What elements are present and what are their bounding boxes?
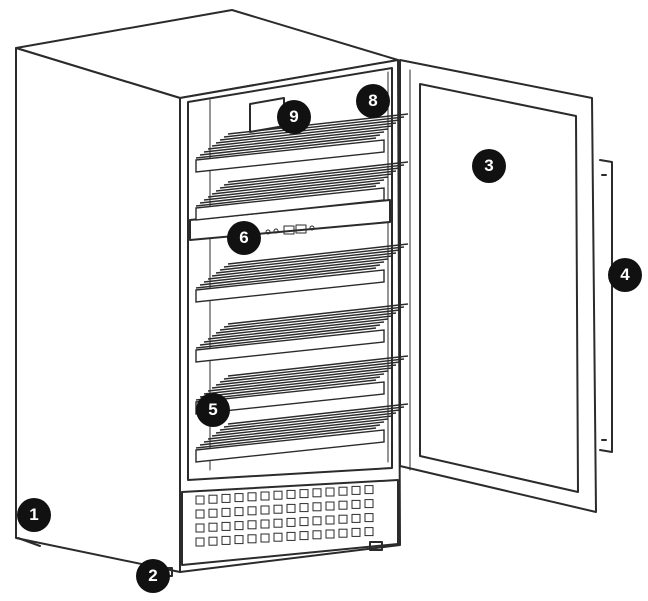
grille-slot — [338, 514, 348, 524]
grille-slot — [286, 489, 296, 499]
callout-6: 6 — [227, 221, 261, 255]
grille-slot — [195, 509, 205, 519]
grille-slot — [195, 495, 205, 505]
grille-slot — [286, 503, 296, 513]
grille-slot — [208, 508, 218, 518]
grille-slot — [351, 527, 361, 537]
grille-slot — [338, 528, 348, 538]
grille-slot — [338, 486, 348, 496]
grille-slot — [338, 500, 348, 510]
grille-slot — [286, 531, 296, 541]
grille-slot — [312, 502, 322, 512]
grille-slot — [234, 521, 244, 531]
grille-slot — [325, 515, 335, 525]
grille-slot — [234, 535, 244, 545]
grille-slot — [299, 517, 309, 527]
grille-slot — [312, 516, 322, 526]
callout-4: 4 — [608, 258, 642, 292]
grille-slot — [260, 505, 270, 515]
grille-slot — [364, 485, 374, 495]
grille-slot — [195, 537, 205, 547]
grille-slot — [247, 520, 257, 530]
grille-slot — [221, 507, 231, 517]
wine-shelf — [195, 113, 409, 173]
grille-slot — [273, 532, 283, 542]
grille-slot — [364, 527, 374, 537]
grille-slot — [299, 531, 309, 541]
callout-5: 5 — [196, 393, 230, 427]
grille-slot — [260, 519, 270, 529]
door-handle — [599, 159, 613, 453]
wine-shelf — [195, 161, 409, 221]
grille-slot — [299, 489, 309, 499]
grille-slot — [351, 513, 361, 523]
grille-slot — [325, 501, 335, 511]
callout-8: 8 — [356, 84, 390, 118]
callout-1: 1 — [17, 498, 51, 532]
grille-slot — [364, 499, 374, 509]
glass-door-pane — [419, 83, 579, 493]
grille-slot — [221, 493, 231, 503]
grille-slot — [247, 492, 257, 502]
wine-shelf — [195, 243, 409, 303]
ventilation-grille — [181, 479, 399, 566]
wine-shelf — [195, 403, 409, 463]
callout-9: 9 — [277, 100, 311, 134]
grille-slot — [273, 518, 283, 528]
grille-slot — [312, 530, 322, 540]
grille-slot — [286, 517, 296, 527]
grille-slot — [325, 529, 335, 539]
grille-slot — [273, 490, 283, 500]
grille-slot — [260, 533, 270, 543]
callout-3: 3 — [472, 149, 506, 183]
grille-slot — [208, 522, 218, 532]
grille-slot — [364, 513, 374, 523]
grille-slot — [234, 493, 244, 503]
grille-slot — [208, 536, 218, 546]
grille-slot — [208, 494, 218, 504]
grille-slot — [221, 521, 231, 531]
cabinet-side — [15, 47, 181, 573]
grille-slot — [299, 503, 309, 513]
grille-slot — [273, 504, 283, 514]
grille-slot — [221, 535, 231, 545]
grille-slot — [351, 499, 361, 509]
wine-shelf — [195, 303, 409, 363]
grille-slot — [312, 488, 322, 498]
grille-slot — [195, 523, 205, 533]
callout-2: 2 — [136, 559, 170, 593]
grille-slot — [260, 491, 270, 501]
grille-slot — [351, 485, 361, 495]
grille-slot — [247, 506, 257, 516]
grille-slot — [247, 534, 257, 544]
control-buttons — [265, 224, 315, 235]
foot-right — [369, 541, 383, 551]
grille-slot — [234, 507, 244, 517]
grille-slot — [325, 487, 335, 497]
